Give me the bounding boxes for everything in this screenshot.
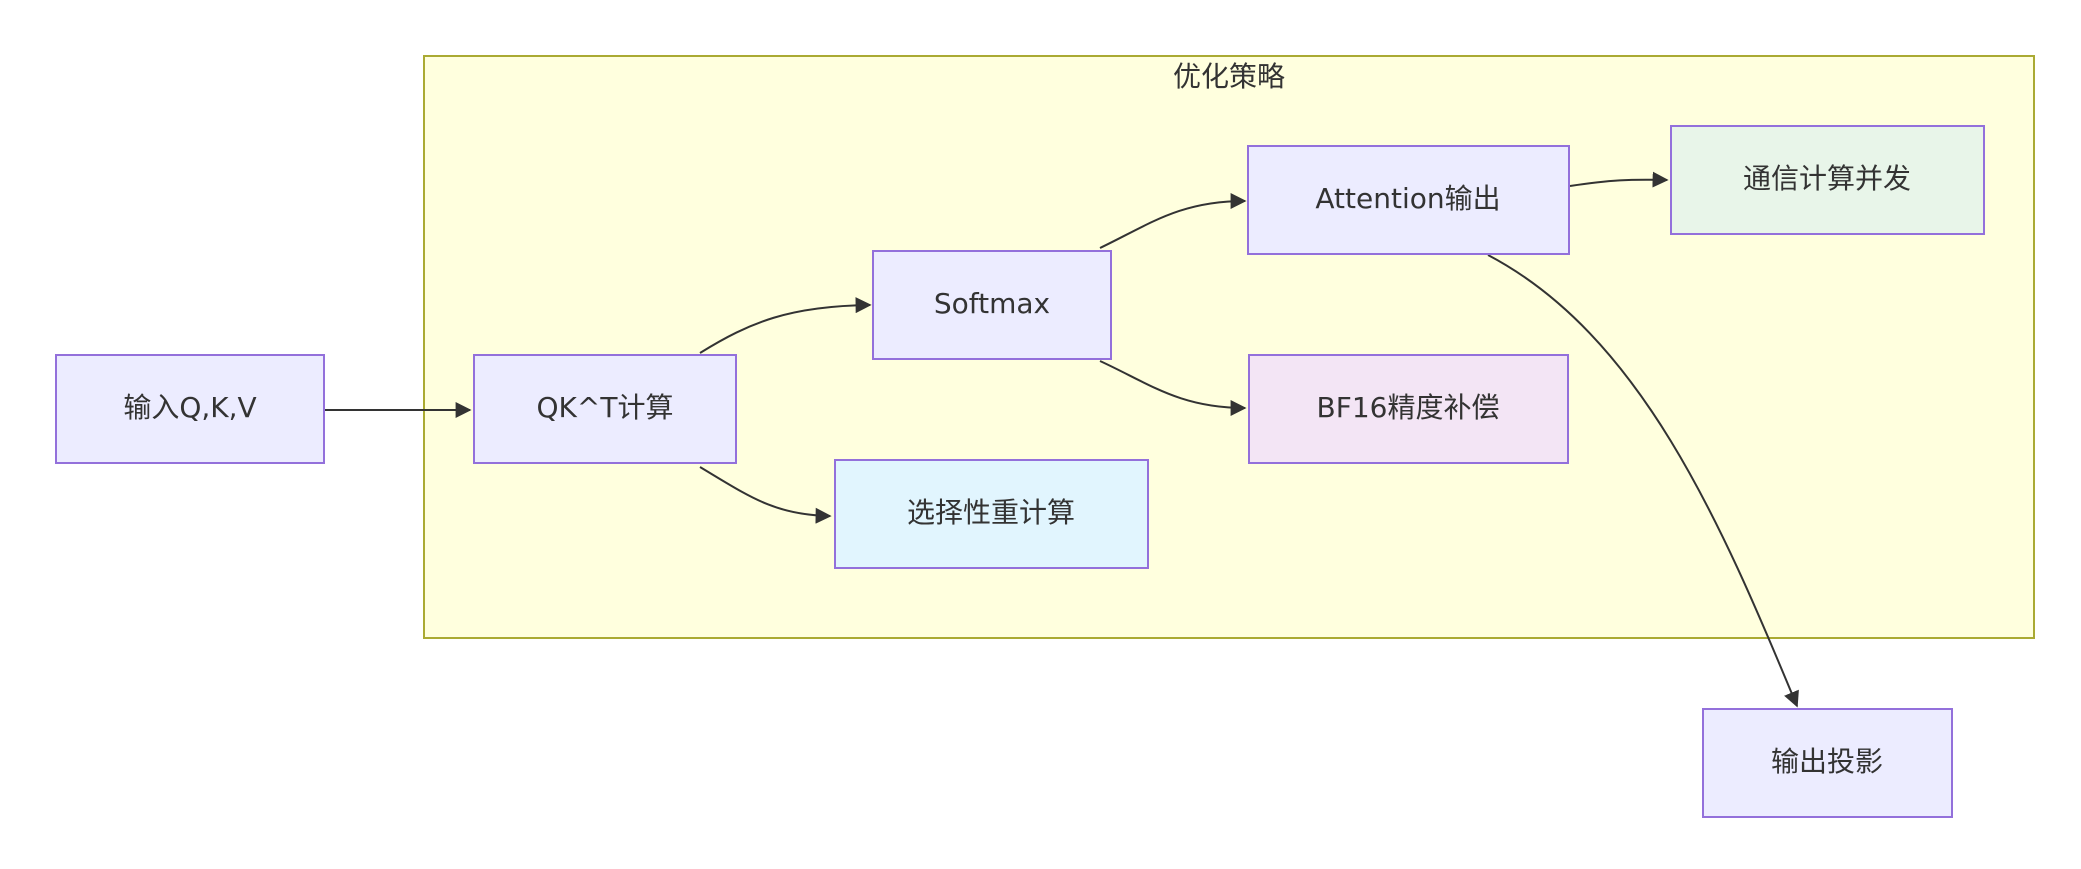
node-output-projection: 输出投影	[1702, 708, 1953, 818]
edge-qkt-to-softmax	[699, 297, 872, 354]
node-softmax: Softmax	[872, 250, 1112, 360]
node-box	[55, 354, 325, 464]
edge-qkt-to-recompute	[699, 466, 832, 524]
node-box	[1248, 354, 1569, 464]
edge-softmax-to-bf16	[1099, 360, 1247, 416]
node-box	[1247, 145, 1570, 255]
node-comm-compute-overlap: 通信计算并发	[1670, 125, 1985, 235]
node-qkt-compute: QK^T计算	[473, 354, 737, 464]
node-label: QK^T计算	[537, 391, 674, 424]
node-label: Softmax	[934, 287, 1050, 320]
node-label: 通信计算并发	[1743, 162, 1911, 195]
node-selective-recompute: 选择性重计算	[834, 459, 1149, 569]
node-label: 选择性重计算	[907, 496, 1075, 529]
node-attention-output: Attention输出	[1247, 145, 1570, 255]
node-label: Attention输出	[1315, 182, 1500, 215]
node-input-qkv: 输入Q,K,V	[55, 354, 325, 464]
cluster-title: 优化策略	[1173, 60, 1285, 93]
node-box	[1702, 708, 1953, 818]
edge-attention-to-comm	[1569, 171, 1669, 188]
node-box	[1670, 125, 1985, 235]
node-bf16-compensation: BF16精度补偿	[1248, 354, 1569, 464]
edge-softmax-to-attention	[1099, 193, 1247, 249]
node-label: 输入Q,K,V	[123, 391, 256, 424]
edge-attention-to-output-projection	[1487, 254, 1799, 708]
node-label: BF16精度补偿	[1317, 391, 1500, 424]
edges	[325, 171, 1799, 708]
node-box	[872, 250, 1112, 360]
node-box	[473, 354, 737, 464]
node-label: 输出投影	[1771, 745, 1883, 778]
node-box	[834, 459, 1149, 569]
